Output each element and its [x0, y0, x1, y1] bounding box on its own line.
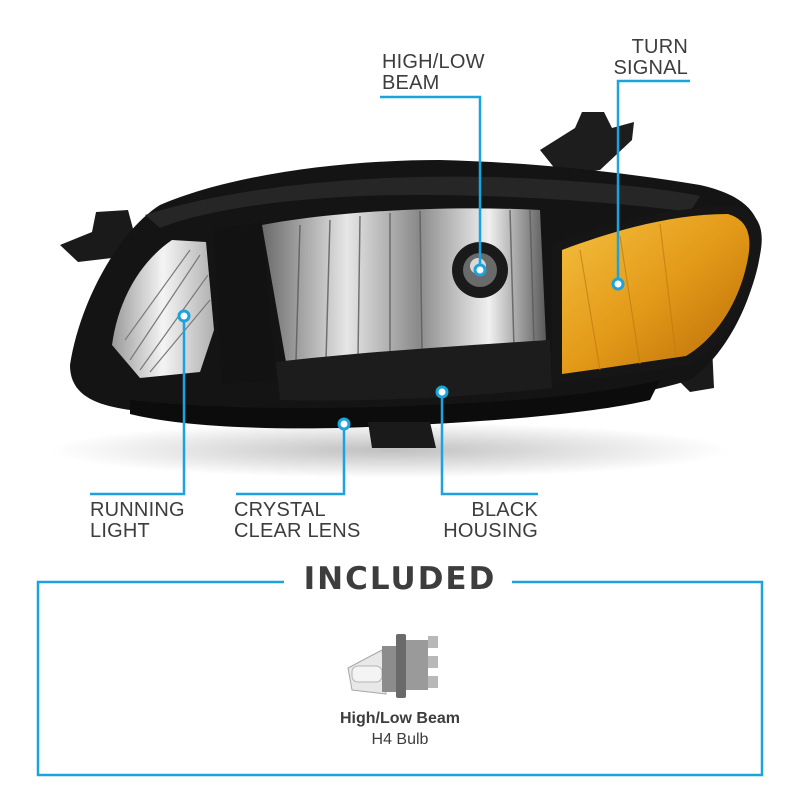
housing-top-trim	[145, 176, 700, 228]
running-light-dot	[177, 309, 191, 323]
turn-signal-lens	[562, 214, 750, 374]
crystal-clear-lens-line-2: CLEAR LENS	[234, 520, 361, 542]
black-housing-line-1: BLACK	[471, 499, 538, 521]
running-light-line-2: LIGHT	[90, 520, 150, 542]
high-low-beam-leader	[380, 95, 482, 270]
housing-chin	[130, 380, 660, 429]
running-light-lens	[112, 240, 214, 378]
mount-tab-top	[540, 112, 634, 175]
black-housing-label: BLACK HOUSING	[430, 500, 538, 542]
high-low-beam-label: HIGH/LOW BEAM	[382, 52, 485, 94]
reflector-ribs	[295, 209, 535, 361]
turn-signal-ribs	[579, 223, 677, 371]
running-light-label: RUNNING LIGHT	[90, 500, 185, 542]
housing-divider	[214, 222, 276, 384]
lower-lens-band	[276, 340, 552, 401]
high-low-beam-dot	[473, 263, 487, 277]
turn-signal-leader	[616, 79, 690, 284]
turn-signal-dot	[611, 277, 625, 291]
crystal-clear-lens-label: CRYSTAL CLEAR LENS	[234, 500, 361, 542]
included-box	[36, 580, 764, 777]
turn-signal-line-2: SIGNAL	[613, 57, 688, 79]
black-housing-leader	[440, 392, 538, 496]
crystal-clear-lens-leader	[236, 424, 346, 496]
included-title: INCLUDED	[292, 561, 508, 597]
crystal-clear-lens-dot	[337, 417, 351, 431]
bottom-clip	[368, 422, 436, 448]
ground-shadow	[50, 422, 730, 478]
crystal-clear-lens-line-1: CRYSTAL	[234, 499, 326, 521]
running-light-ribs	[124, 249, 211, 373]
included-item-name: High/Low Beam	[339, 710, 460, 727]
running-light-leader	[90, 316, 186, 496]
black-housing-dot	[435, 385, 449, 399]
black-housing-line-2: HOUSING	[443, 520, 538, 542]
high-low-beam-line-1: HIGH/LOW	[382, 51, 485, 73]
turn-signal-line-1: TURN	[631, 36, 688, 58]
h4-bulb-illustration	[347, 634, 438, 698]
included-item-type: H4 Bulb	[371, 731, 429, 748]
high-low-beam-line-2: BEAM	[382, 72, 440, 94]
running-light-line-1: RUNNING	[90, 499, 185, 521]
callout-lines	[36, 79, 764, 777]
turn-signal-label: TURN SIGNAL	[600, 37, 688, 79]
